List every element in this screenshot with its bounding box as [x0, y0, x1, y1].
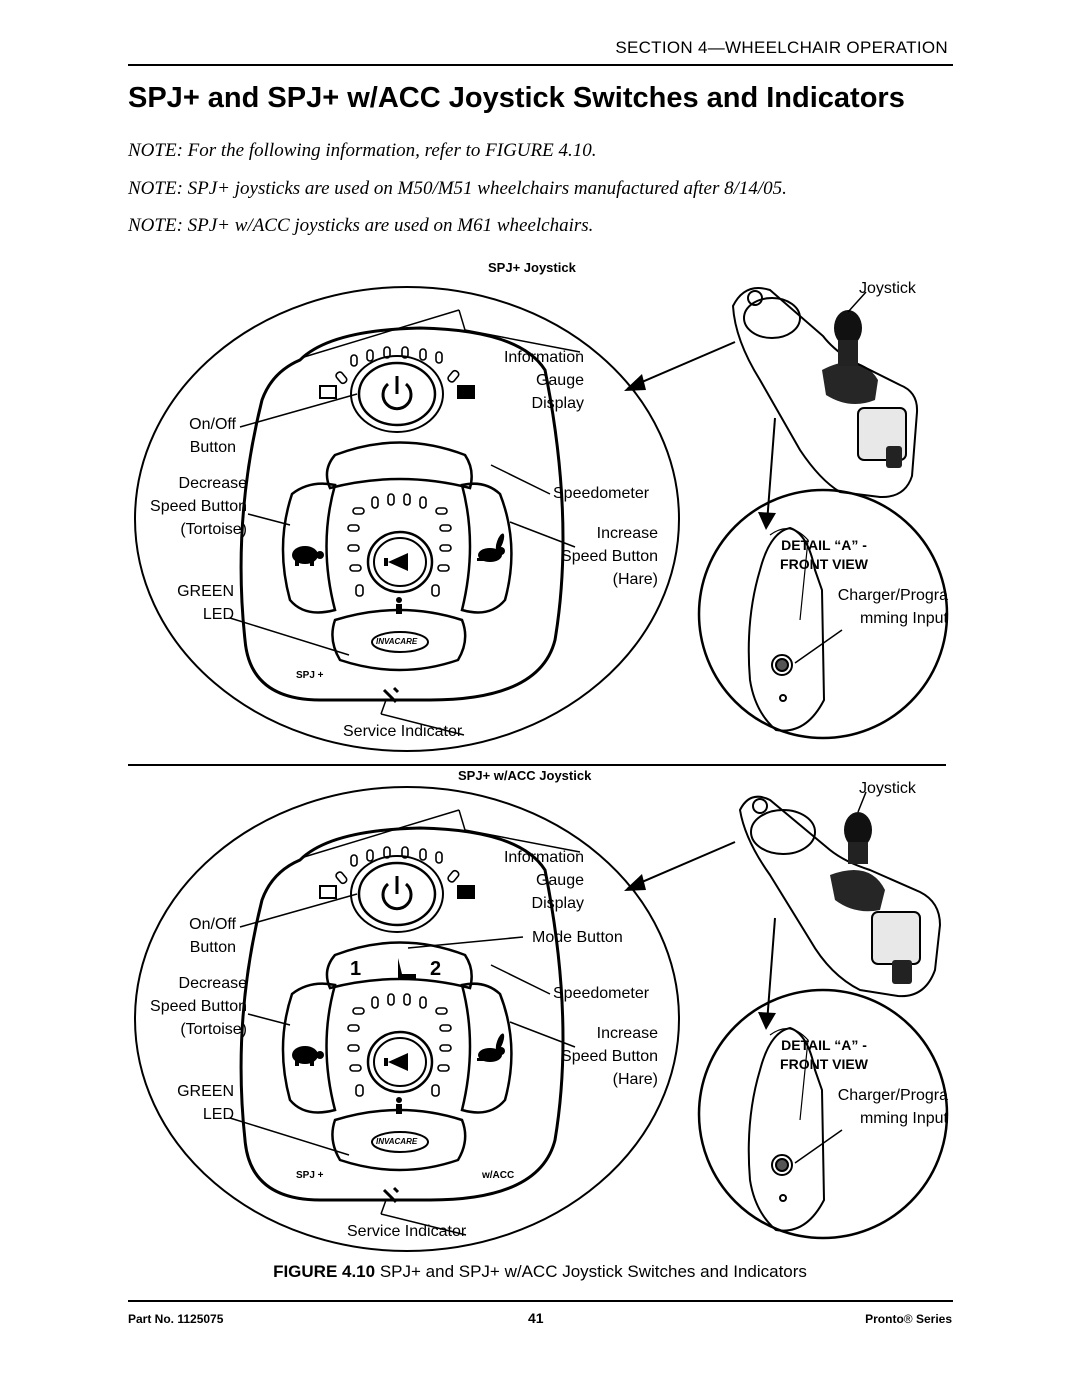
- footer-series: Pronto® Series: [865, 1312, 952, 1326]
- label-joystick-bottom: Joystick: [859, 780, 916, 797]
- subtitle-spj: SPJ+ Joystick: [488, 260, 576, 275]
- label-joystick-top: Joystick: [859, 280, 916, 297]
- section-header: SECTION 4—WHEELCHAIR OPERATION: [615, 38, 948, 57]
- page-title: SPJ+ and SPJ+ w/ACC Joystick Switches an…: [128, 82, 905, 114]
- label-speedometer-top: Speedometer: [553, 485, 650, 502]
- mode-2-label: 2: [430, 958, 442, 980]
- brand-logo-bottom: INVACARE: [376, 1137, 418, 1146]
- figure-caption: FIGURE 4.10 SPJ+ and SPJ+ w/ACC Joystick…: [0, 1262, 1080, 1282]
- subtitle-spj-acc: SPJ+ w/ACC Joystick: [458, 768, 592, 783]
- figure-title: SPJ+ and SPJ+ w/ACC Joystick Switches an…: [379, 1262, 807, 1281]
- model-label-top: SPJ +: [296, 670, 324, 681]
- divider-rule: [128, 764, 946, 766]
- label-service-top: Service Indicator: [343, 723, 463, 740]
- figure-number: FIGURE 4.10: [273, 1262, 376, 1281]
- footer-page-number: 41: [528, 1310, 544, 1326]
- note-1: NOTE: For the following information, ref…: [128, 140, 597, 161]
- mode-1-label: 1: [350, 958, 362, 980]
- label-detail-a-bottom: DETAIL “A” -FRONT VIEW: [780, 1037, 868, 1072]
- label-mode-button: Mode Button: [532, 929, 623, 946]
- controller-diagram-bottom: [134, 786, 949, 1252]
- model-suffix-bottom: w/ACC: [482, 1170, 515, 1181]
- footer-rule: [128, 1300, 953, 1302]
- label-speedometer-bottom: Speedometer: [553, 985, 650, 1002]
- footer-part-number: Part No. 1125075: [128, 1312, 224, 1326]
- header-rule: [128, 64, 953, 66]
- brand-logo-top: INVACARE: [376, 637, 418, 646]
- label-detail-a-top: DETAIL “A” -FRONT VIEW: [780, 537, 868, 572]
- note-3: NOTE: SPJ+ w/ACC joysticks are used on M…: [128, 215, 594, 236]
- model-label-bottom: SPJ +: [296, 1170, 324, 1181]
- label-service-bottom: Service Indicator: [347, 1223, 467, 1240]
- note-2: NOTE: SPJ+ joysticks are used on M50/M51…: [128, 178, 787, 199]
